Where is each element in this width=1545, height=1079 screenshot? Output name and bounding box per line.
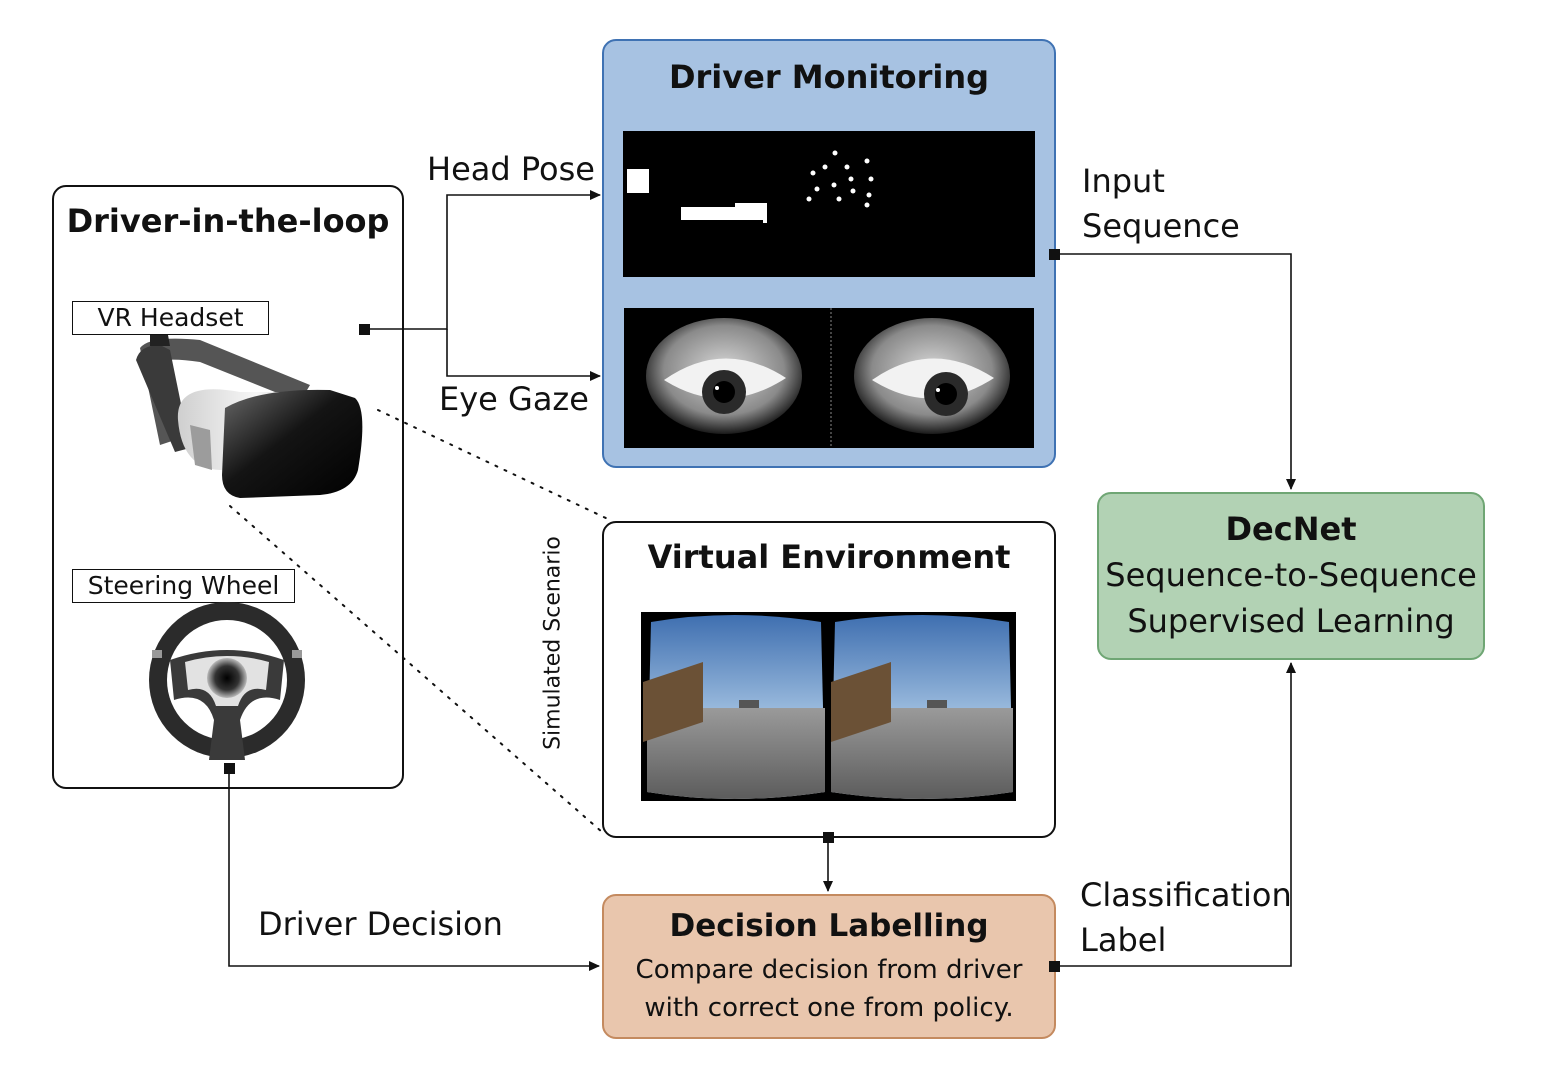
virtual-environment-title: Virtual Environment (647, 538, 1011, 576)
decision-labelling-title: Decision Labelling (669, 908, 989, 944)
classification-label-2: Label (1080, 921, 1167, 959)
decnet-line-1: Sequence-to-Sequence (1105, 556, 1477, 594)
input-sequence-label-1: Input (1082, 162, 1165, 200)
eye-gaze-label: Eye Gaze (439, 380, 589, 418)
decision-labelling-line-1: Compare decision from driver (635, 955, 1023, 985)
virtual-environment-image (641, 612, 1016, 801)
driver-decision-label: Driver Decision (258, 905, 503, 943)
edge-input-sequence (1055, 253, 1296, 490)
decision-labelling-line-2: with correct one from policy. (644, 993, 1014, 1023)
simulated-scenario-label: Simulated Scenario (540, 536, 566, 750)
driver-loop-box: Driver-in-the-loop (52, 185, 404, 789)
vr-stereo-scene (643, 615, 1013, 799)
decnet-title: DecNet (1225, 510, 1357, 548)
head-pose-label: Head Pose (427, 150, 595, 188)
vr-headset-label: VR Headset (72, 301, 269, 335)
dotted-top (377, 409, 611, 521)
head-pose-markers (627, 150, 874, 223)
head-pose-image (623, 131, 1035, 277)
eye-gaze-pair (646, 308, 1010, 448)
steering-wheel-label: Steering Wheel (72, 569, 295, 603)
input-sequence-label-2: Sequence (1082, 207, 1240, 245)
decision-labelling-box: Decision Labelling Compare decision from… (602, 894, 1056, 1039)
eye-gaze-image (624, 308, 1034, 448)
driver-loop-title: Driver-in-the-loop (66, 202, 390, 240)
edge-eyegaze (446, 329, 601, 381)
driver-monitoring-title: Driver Monitoring (668, 58, 990, 96)
classification-label-1: Classification (1080, 876, 1292, 914)
decnet-box: DecNet Sequence-to-Sequence Supervised L… (1097, 492, 1485, 660)
decnet-line-2: Supervised Learning (1127, 602, 1455, 640)
